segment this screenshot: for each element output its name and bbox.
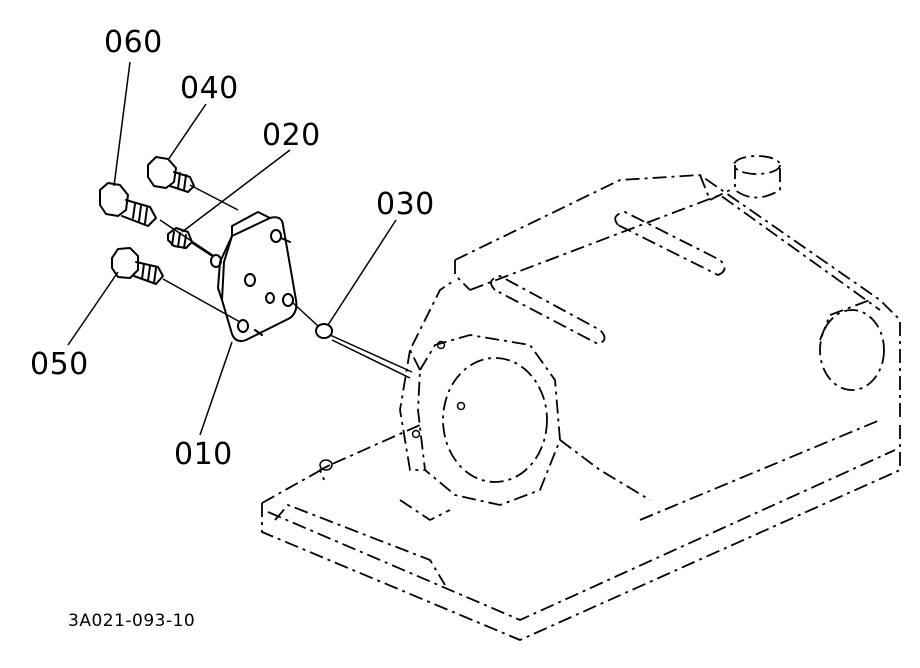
engine-housing: [261, 155, 901, 641]
set-screw-020: [167, 227, 193, 249]
reference-code: 3A021-093-10: [68, 611, 195, 631]
bolt-060: [99, 182, 157, 227]
o-ring-030: [315, 323, 333, 339]
bolt-050: [111, 247, 164, 285]
leader-lines: [67, 61, 397, 436]
part-label-060: 060: [104, 25, 163, 60]
assembly-lines: [159, 184, 413, 379]
part-label-050: 050: [30, 347, 89, 382]
part-label-040: 040: [180, 71, 239, 106]
part-label-030: 030: [376, 187, 435, 222]
bolt-040: [147, 156, 195, 193]
part-label-010: 010: [174, 437, 233, 472]
bracket-plate: [210, 211, 298, 343]
part-label-020: 020: [262, 118, 321, 153]
